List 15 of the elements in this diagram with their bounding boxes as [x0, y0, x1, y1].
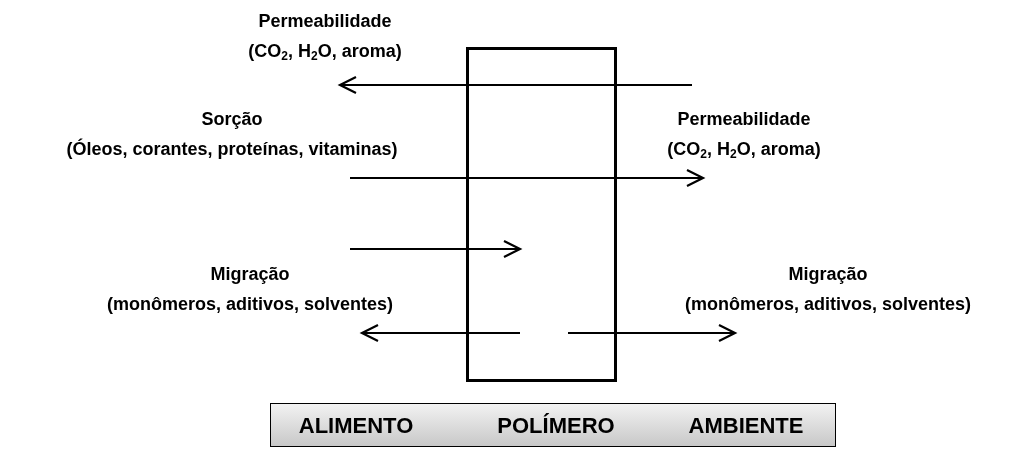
process-label: Migração — [210, 263, 290, 285]
substance-list: (Óleos, corantes, proteínas, vitaminas) — [66, 138, 398, 160]
process-label: Permeabilidade — [677, 108, 811, 130]
zone-label: POLÍMERO — [497, 413, 615, 439]
substance-list: (monômeros, aditivos, solventes) — [684, 293, 972, 315]
substance-list: (monômeros, aditivos, solventes) — [106, 293, 394, 315]
legend-band — [270, 403, 836, 447]
process-label: Migração — [788, 263, 868, 285]
substance-list: (CO$_{2}$, H$_{2}$O, aroma) — [667, 138, 821, 160]
substance-list: (CO$_{2}$, H$_{2}$O, aroma) — [248, 40, 402, 62]
process-label: Sorção — [201, 108, 263, 130]
zone-label: AMBIENTE — [688, 413, 804, 439]
polymer-box — [466, 47, 617, 382]
zone-label: ALIMENTO — [298, 413, 414, 439]
process-label: Permeabilidade — [258, 10, 392, 32]
